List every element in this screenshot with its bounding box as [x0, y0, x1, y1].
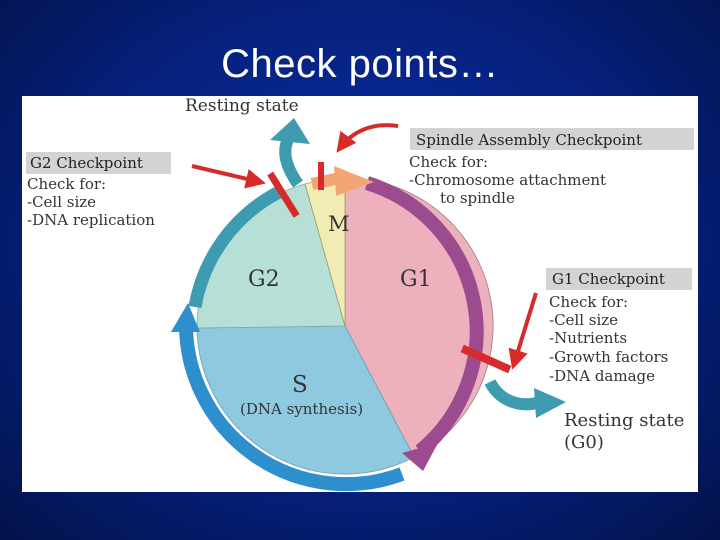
resting-top-arrow-head — [270, 118, 310, 144]
spindle-title: Spindle Assembly Checkpoint — [416, 131, 642, 149]
g1-checkpoint-bar — [460, 344, 512, 374]
spindle-check-for: Check for: — [409, 153, 488, 171]
resting-g0-label: Resting state — [564, 410, 684, 431]
g2-line-2: -DNA replication — [27, 211, 155, 229]
phase-s-note: (DNA synthesis) — [240, 400, 363, 418]
m-checkpoint-bar — [318, 162, 324, 190]
g1-line-4: -DNA damage — [549, 367, 655, 385]
spindle-line-1: -Chromosome attachment — [409, 171, 606, 189]
g2-line-1: -Cell size — [27, 193, 96, 211]
m-arrow-head — [334, 166, 374, 196]
s-arrow-head — [171, 303, 200, 332]
g1-check-for: Check for: — [549, 293, 628, 311]
g1-line-2: -Nutrients — [549, 329, 627, 347]
g2-checkpoint-bar — [267, 171, 300, 218]
spindle-pointer-arrow — [336, 123, 399, 153]
resting-g0-arrow-head — [534, 388, 566, 418]
g1-line-3: -Growth factors — [549, 348, 668, 366]
g1-arrow-head — [402, 443, 438, 471]
g1-pointer-arrow — [508, 292, 538, 370]
spindle-title-box — [410, 128, 694, 150]
g2-pointer-arrow — [191, 164, 266, 189]
spindle-line-2: to spindle — [440, 189, 515, 207]
phase-s-label: S — [292, 372, 308, 398]
g2-checkpoint-title-box — [26, 152, 171, 174]
cell-cycle-diagram-panel: M G1 G2 S (DNA synthesis) Resting state … — [22, 96, 698, 492]
resting-g0-sublabel: (G0) — [564, 432, 604, 453]
g1-checkpoint-title: G1 Checkpoint — [552, 270, 665, 288]
resting-state-top-label: Resting state — [185, 96, 299, 116]
g2-arc-arrow — [188, 186, 283, 309]
slide-title: Check points… — [221, 42, 499, 86]
g1-line-1: -Cell size — [549, 311, 618, 329]
resting-g0-arrow — [484, 378, 542, 411]
cycle-arrows — [171, 166, 484, 492]
resting-top-arrow — [279, 132, 304, 188]
g2-checkpoint-title: G2 Checkpoint — [30, 154, 143, 172]
g2-check-for: Check for: — [27, 175, 106, 193]
s-wedge — [196, 325, 415, 475]
phase-m-label: M — [328, 212, 350, 236]
cell-cycle-diagram: M G1 G2 S (DNA synthesis) Resting state … — [26, 96, 694, 492]
s-arc-arrow — [178, 321, 405, 492]
g1-checkpoint-title-box — [546, 268, 692, 290]
phase-g1-label: G1 — [400, 267, 432, 292]
g1-arc-arrow — [364, 176, 484, 457]
phase-g2-label: G2 — [248, 267, 280, 292]
